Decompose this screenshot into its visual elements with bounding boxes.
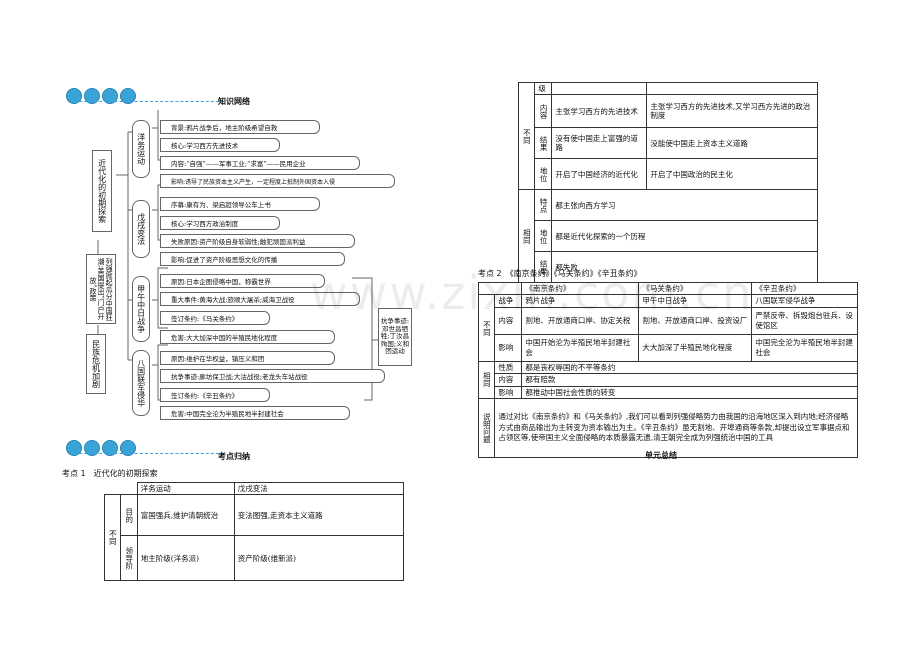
table-cell: 都失败 bbox=[551, 251, 818, 284]
branch-item: 核心:学习西方先进技术 bbox=[160, 138, 280, 152]
group-label: 不同 bbox=[477, 294, 496, 362]
table-cell: 资产阶级(维新派) bbox=[233, 535, 405, 582]
knowledge-network-banner: 知识网络 bbox=[66, 88, 266, 106]
banner-dots bbox=[66, 88, 136, 104]
branch-item: 序幕:康有为、梁启超领导公车上书 bbox=[160, 197, 320, 211]
table-cell: 都主张向西方学习 bbox=[551, 189, 818, 222]
table-cell: 没能使中国走上资本主义道路 bbox=[646, 127, 818, 160]
branch-label-eight-nation: 八国联军侵华 bbox=[132, 350, 150, 416]
branch-item: 影响:促进了资产阶级思想文化的传播 bbox=[160, 252, 345, 266]
group-label: 不同 bbox=[517, 81, 536, 191]
table-cell: 都是丧权辱国的不平等条约 bbox=[521, 360, 858, 375]
table-cell: 严禁反帝、拆毁炮台驻兵、设使馆区 bbox=[751, 306, 858, 335]
branch-item: 内容:“自强”——军事工业;“求富”——民用企业 bbox=[160, 156, 360, 170]
row-label: 级 bbox=[534, 81, 553, 96]
row-label: 内容 bbox=[494, 373, 523, 387]
branch-item: 失败原因:资产阶级自身软弱性;触犯顽固派利益 bbox=[160, 234, 355, 248]
table-cell: 开启了中国政治的民主化 bbox=[646, 158, 818, 191]
table-cell: 八国联军侵华战争 bbox=[751, 294, 858, 308]
branch-item: 影响:诱导了民族资本主义产生，一定程度上抵制外国资本入侵 bbox=[160, 174, 395, 188]
table-header: 洋务运动 bbox=[136, 481, 235, 496]
banner-title: 知识网络 bbox=[218, 97, 250, 106]
branch-item: 签订条约:《马关条约》 bbox=[160, 311, 270, 325]
table-cell bbox=[646, 81, 818, 96]
banner-dot-icon bbox=[84, 440, 100, 456]
banner-dot-icon bbox=[120, 88, 136, 104]
table-cell: 主张学习西方的先进技术,又学习西方先进的政治制度 bbox=[646, 94, 818, 129]
network-left-box-powers: 列强掀起瓜分中国狂潮;美国提出“门户开放”政策 bbox=[86, 254, 116, 324]
network-right-box: 抗争事迹:邓世昌牺牲;丁汝昌殉国;义和团运动 bbox=[378, 308, 412, 366]
row-label: 结果 bbox=[534, 127, 553, 160]
note-text: 通过对比《南京条约》和《马关条约》,我们可以看到列强侵略势力由我国的沿海地区深入… bbox=[494, 397, 858, 458]
row-label: 影响 bbox=[494, 333, 523, 362]
row-label: 地位 bbox=[534, 158, 553, 191]
banner-dot-icon bbox=[66, 88, 82, 104]
row-label: 结果 bbox=[534, 251, 553, 284]
branch-item: 核心:学习西方政治制度 bbox=[160, 216, 280, 230]
branch-item: 签订条约:《辛丑条约》 bbox=[160, 388, 270, 402]
group-label: 不同 bbox=[103, 494, 122, 582]
network-root: 近代化的初期探索 bbox=[92, 150, 112, 232]
branch-item: 抗争事迹:廊坊保卫战;大沽战役;老龙头车站战役 bbox=[160, 369, 385, 383]
branch-item: 重大事件:黄海大战;旅顺大屠杀;威海卫战役 bbox=[160, 292, 360, 306]
banner-line bbox=[74, 101, 224, 102]
kaodian-banner: 考点归纳 bbox=[66, 440, 266, 461]
branch-item: 危害:中国完全沦为半殖民地半封建社会 bbox=[160, 406, 350, 420]
branch-item: 原因:日本企图侵略中国，称霸世界 bbox=[160, 274, 325, 288]
table-cell: 主张学习西方的先进技术 bbox=[551, 94, 648, 129]
table-header: 戊戌变法 bbox=[233, 481, 405, 496]
unit-summary-title: 单元总结 bbox=[645, 451, 677, 460]
banner-dots bbox=[66, 440, 136, 456]
row-label: 影响 bbox=[494, 385, 523, 399]
branch-label-reform: 戊戌变法 bbox=[132, 200, 150, 258]
banner-dot-icon bbox=[66, 440, 82, 456]
table-cell: 都推动中国社会性质的转变 bbox=[521, 385, 858, 399]
table-cell: 地主阶级(洋务派) bbox=[136, 535, 235, 582]
table-cell: 没有使中国走上富强的道路 bbox=[551, 127, 648, 160]
banner-dot-icon bbox=[120, 440, 136, 456]
row-label: 地位 bbox=[534, 220, 553, 253]
banner-dot-icon bbox=[84, 88, 100, 104]
table-cell: 割地、开放通商口岸、投资设厂 bbox=[638, 306, 753, 335]
table-cell: 开启了中国经济的近代化 bbox=[551, 158, 648, 191]
table-cell: 富国强兵,维护清朝统治 bbox=[136, 494, 235, 537]
branch-item: 背景:鸦片战争后，地主阶级希望自救 bbox=[160, 120, 320, 134]
row-label: 领导阶 bbox=[120, 535, 138, 582]
table-cell: 变法图强,走资本主义道路 bbox=[233, 494, 405, 537]
branch-label-westernization: 洋务运动 bbox=[132, 120, 150, 178]
branch-item: 危害:大大加深中国的半殖民地化程度 bbox=[160, 330, 335, 344]
banner-dot-icon bbox=[102, 440, 118, 456]
row-label: 目的 bbox=[120, 494, 138, 537]
table-cell: 都有赔款 bbox=[521, 373, 858, 387]
table-cell bbox=[551, 81, 648, 96]
banner-title: 考点归纳 bbox=[218, 452, 250, 461]
table-cell: 中国开始沦为半殖民地半封建社会 bbox=[521, 333, 640, 362]
branch-item: 原因:维护在华权益，镇压义和团 bbox=[160, 351, 335, 365]
kaodian1-table: 洋务运动 戊戌变法 不同 目的 富国强兵,维护清朝统治 变法图强,走资本主义道路… bbox=[103, 481, 405, 582]
row-label: 内容 bbox=[534, 94, 553, 129]
kaodian1-title: 考点 1 近代化的初期探索 bbox=[62, 469, 158, 478]
banner-line bbox=[74, 453, 224, 454]
kaodian2-title: 考点 2 《南京条约》《马关条约》《辛丑条约》 bbox=[478, 269, 642, 278]
table-header: 《辛丑条约》 bbox=[751, 281, 858, 296]
banner-dot-icon bbox=[102, 88, 118, 104]
table-corner bbox=[104, 482, 138, 496]
table-cell: 甲午中日战争 bbox=[638, 294, 753, 308]
table-cell: 大大加深了半殖民地化程度 bbox=[638, 333, 753, 362]
network-left-box-crisis: 民族危机加剧 bbox=[86, 334, 106, 394]
row-label: 性质 bbox=[494, 360, 523, 375]
watermark: www.zixin.com.cn bbox=[310, 266, 754, 320]
table-cell: 中国完全沦为半殖民地半封建社会 bbox=[751, 333, 858, 362]
row-label: 特点 bbox=[534, 189, 553, 222]
kaodian1-continued-table: 不同 级 内容 主张学习西方的先进技术 主张学习西方的先进技术,又学习西方先进的… bbox=[517, 81, 818, 284]
table-cell: 割地、开放通商口岸、协定关税 bbox=[521, 306, 640, 335]
table-cell: 鸦片战争 bbox=[521, 294, 640, 308]
group-label: 相同 bbox=[477, 360, 496, 399]
kaodian2-table: 《南京条约》 《马关条约》 《辛丑条约》 不同 战争 鸦片战争 甲午中日战争 八… bbox=[477, 281, 858, 458]
note-label: 说明问题 bbox=[477, 397, 496, 458]
table-cell: 都是近代化探索的一个历程 bbox=[551, 220, 818, 253]
branch-label-sino-japanese-war: 甲午中日战争 bbox=[132, 276, 150, 342]
